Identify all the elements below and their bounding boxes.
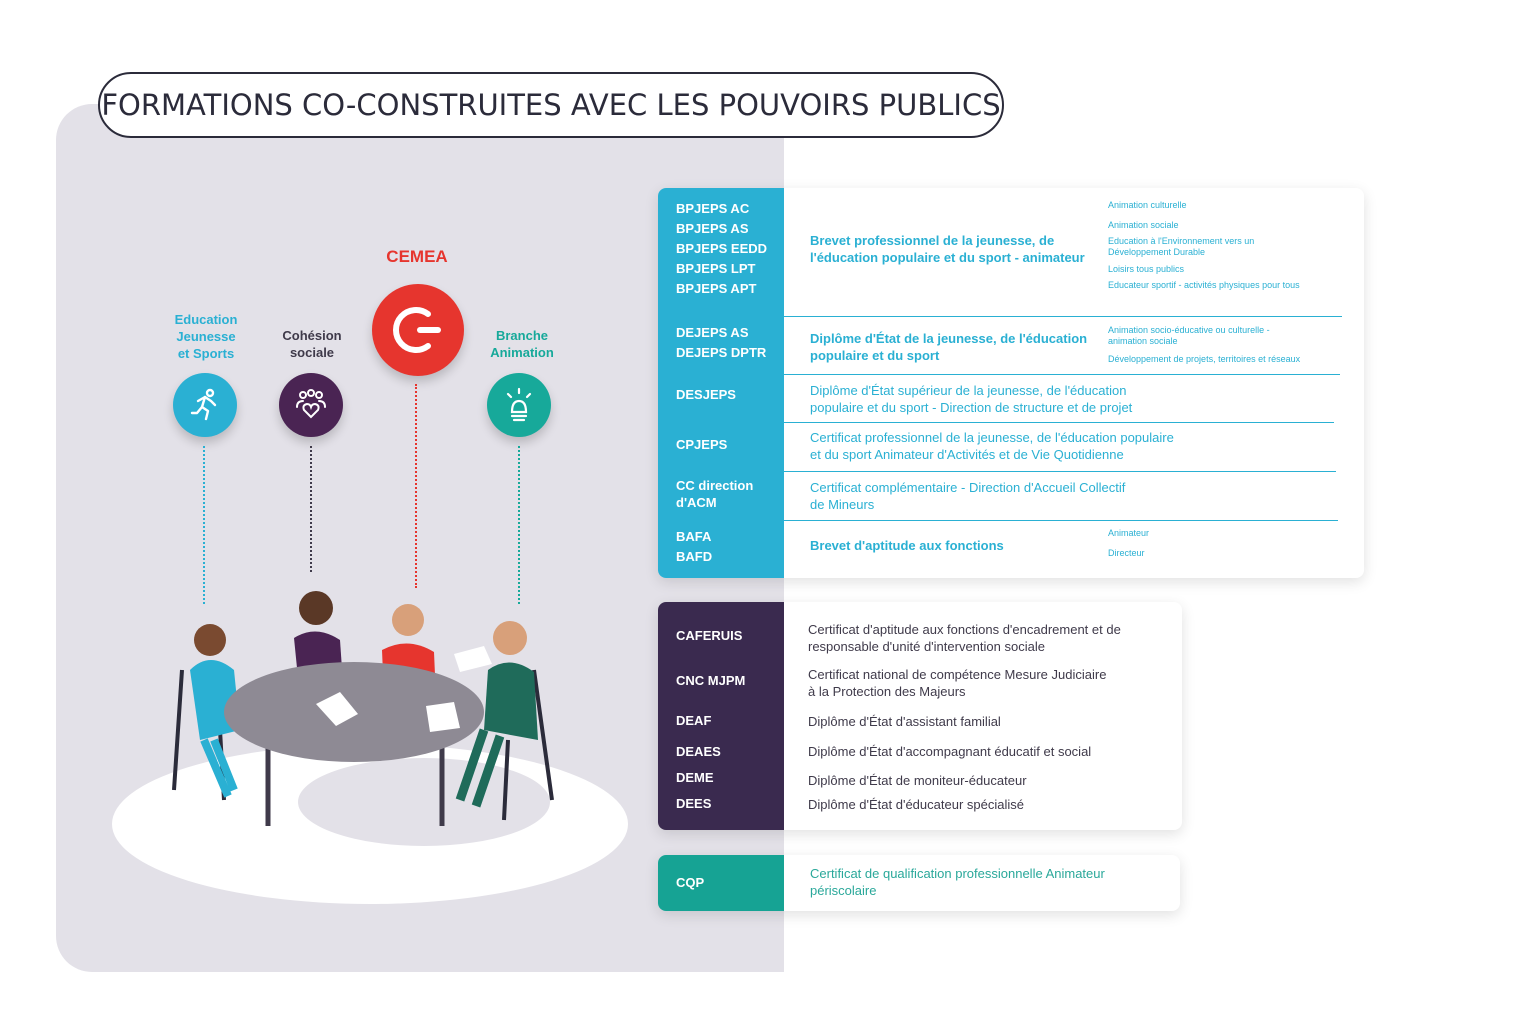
education-label-line: et Sports	[177, 346, 235, 361]
branche-label-line: Branche	[495, 328, 549, 343]
education-connector	[203, 446, 205, 604]
dees-code: DEES	[676, 796, 712, 811]
code-label: BAFA	[676, 529, 712, 544]
lightbulb-icon	[487, 373, 551, 437]
education-label: Education Jeunesse et Sports	[154, 311, 258, 362]
row-divider	[784, 520, 1338, 521]
bpjeps-specialty: Animation sociale	[1108, 220, 1179, 230]
code-label: CC direction	[676, 478, 754, 493]
cqp-code: CQP	[676, 875, 705, 890]
dejeps-specialty: Développement de projets, territoires et…	[1108, 354, 1301, 364]
description-line: Certificat d'aptitude aux fonctions d'en…	[808, 622, 1121, 637]
desjeps-description: Diplôme d'État supérieur de la jeunesse,…	[810, 382, 1132, 416]
code-label: BAFD	[676, 549, 713, 564]
deaes-description: Diplôme d'État d'accompagnant éducatif e…	[808, 744, 1092, 759]
description-line: Certificat de qualification professionne…	[810, 866, 1105, 881]
cemea-connector	[415, 384, 417, 588]
bpjeps-description: Brevet professionnel de la jeunesse, de …	[810, 232, 1085, 266]
row-divider	[784, 422, 1334, 423]
page-title-text: FORMATIONS CO-CONSTRUITES AVEC LES POUVO…	[101, 88, 1001, 122]
cohesion-connector	[310, 446, 312, 572]
description-line: Brevet professionnel de la jeunesse, de	[810, 233, 1055, 248]
description-line: Certificat national de compétence Mesure…	[808, 667, 1107, 682]
cpjeps-code: CPJEPS	[676, 437, 728, 452]
bpjeps-codes: BPJEPS AC BPJEPS AS BPJEPS EEDD BPJEPS L…	[676, 199, 767, 299]
dejeps-description: Diplôme d'État de la jeunesse, de l'éduc…	[810, 330, 1087, 364]
code-label: DEJEPS DPTR	[676, 345, 767, 360]
description-line: Certificat professionnel de la jeunesse,…	[810, 430, 1174, 445]
description-line: Diplôme d'État de la jeunesse, de l'éduc…	[810, 331, 1088, 346]
row-divider	[784, 316, 1342, 317]
dejeps-specialty: animation sociale	[1108, 336, 1178, 346]
cpjeps-description: Certificat professionnel de la jeunesse,…	[810, 429, 1174, 463]
code-label: d'ACM	[676, 495, 717, 510]
deme-description: Diplôme d'État de moniteur-éducateur	[808, 773, 1027, 788]
code-label: BPJEPS AC	[676, 201, 750, 216]
cc-direction-code: CC direction d'ACM	[676, 477, 753, 511]
description-line: populaire et du sport - Direction de str…	[810, 400, 1133, 415]
branche-connector	[518, 446, 520, 604]
education-label-line: Jeunesse	[176, 329, 236, 344]
cohesion-label-line: sociale	[289, 345, 335, 360]
caferuis-code: CAFERUIS	[676, 628, 743, 643]
deme-code: DEME	[676, 770, 714, 785]
desjeps-code: DESJEPS	[676, 387, 736, 402]
bpjeps-specialty: Animation culturelle	[1108, 200, 1187, 210]
bafa-description: Brevet d'aptitude aux fonctions	[810, 538, 1004, 553]
deaf-code: DEAF	[676, 713, 712, 728]
bpjeps-specialty: Educateur sportif - activités physiques …	[1108, 280, 1300, 290]
education-label-line: Education	[174, 312, 238, 327]
jeunesse-sports-card: BPJEPS AC BPJEPS AS BPJEPS EEDD BPJEPS L…	[658, 188, 1364, 578]
cqp-description: Certificat de qualification professionne…	[810, 865, 1105, 899]
cnc-mjpm-description: Certificat national de compétence Mesure…	[808, 666, 1106, 700]
code-label: BPJEPS EEDD	[676, 241, 768, 256]
branche-label-line: Animation	[490, 345, 554, 360]
description-line: l'éducation populaire et du sport - anim…	[810, 250, 1085, 265]
deaf-description: Diplôme d'État d'assistant familial	[808, 714, 1001, 729]
meeting-illustration	[112, 591, 628, 904]
deaes-code: DEAES	[676, 744, 721, 759]
branche-animation-sidebar	[658, 855, 784, 911]
dees-description: Diplôme d'État d'éducateur spécialisé	[808, 797, 1024, 812]
row-divider	[784, 471, 1336, 472]
cemea-logo-icon	[372, 284, 464, 376]
code-label: BPJEPS LPT	[676, 261, 756, 276]
description-line: responsable d'unité d'intervention socia…	[808, 639, 1045, 654]
branche-label: Branche Animation	[478, 327, 566, 361]
branche-animation-card: CQP Certificat de qualification professi…	[658, 855, 1180, 911]
cohesion-sociale-card: CAFERUIS Certificat d'aptitude aux fonct…	[658, 602, 1182, 830]
bafa-specialty: Animateur	[1108, 528, 1150, 538]
cohesion-label-line: Cohésion	[282, 328, 342, 343]
cc-direction-description: Certificat complémentaire - Direction d'…	[810, 479, 1125, 513]
bpjeps-specialty: Education à l'Environnement vers un	[1108, 236, 1255, 246]
cohesion-sociale-sidebar	[658, 602, 784, 830]
running-person-icon	[173, 373, 237, 437]
description-line: périscolaire	[810, 883, 877, 898]
code-label: DEJEPS AS	[676, 325, 749, 340]
bpjeps-specialty: Développement Durable	[1108, 247, 1206, 257]
code-label: BPJEPS APT	[676, 281, 757, 296]
page-title: FORMATIONS CO-CONSTRUITES AVEC LES POUVO…	[98, 72, 1004, 138]
cemea-label: CEMEA	[386, 247, 448, 266]
description-line: populaire et du sport	[810, 348, 940, 363]
code-label: BPJEPS AS	[676, 221, 749, 236]
description-line: de Mineurs	[810, 497, 875, 512]
cohesion-label: Cohésion sociale	[264, 327, 360, 361]
dejeps-specialty: Animation socio-éducative ou culturelle …	[1108, 325, 1270, 335]
bafa-specialty: Directeur	[1108, 548, 1145, 558]
bpjeps-specialty: Loisirs tous publics	[1108, 264, 1185, 274]
cnc-mjpm-code: CNC MJPM	[676, 673, 746, 688]
description-line: Diplôme d'État supérieur de la jeunesse,…	[810, 383, 1127, 398]
description-line: et du sport Animateur d'Activités et de …	[810, 447, 1124, 462]
caferuis-description: Certificat d'aptitude aux fonctions d'en…	[808, 621, 1121, 655]
description-line: à la Protection des Majeurs	[808, 684, 966, 699]
dejeps-codes: DEJEPS AS DEJEPS DPTR	[676, 323, 766, 363]
description-line: Certificat complémentaire - Direction d'…	[810, 480, 1126, 495]
group-heart-icon	[279, 373, 343, 437]
bafa-codes: BAFA BAFD	[676, 527, 712, 567]
row-divider	[784, 374, 1340, 375]
jeunesse-sports-sidebar	[658, 188, 784, 578]
